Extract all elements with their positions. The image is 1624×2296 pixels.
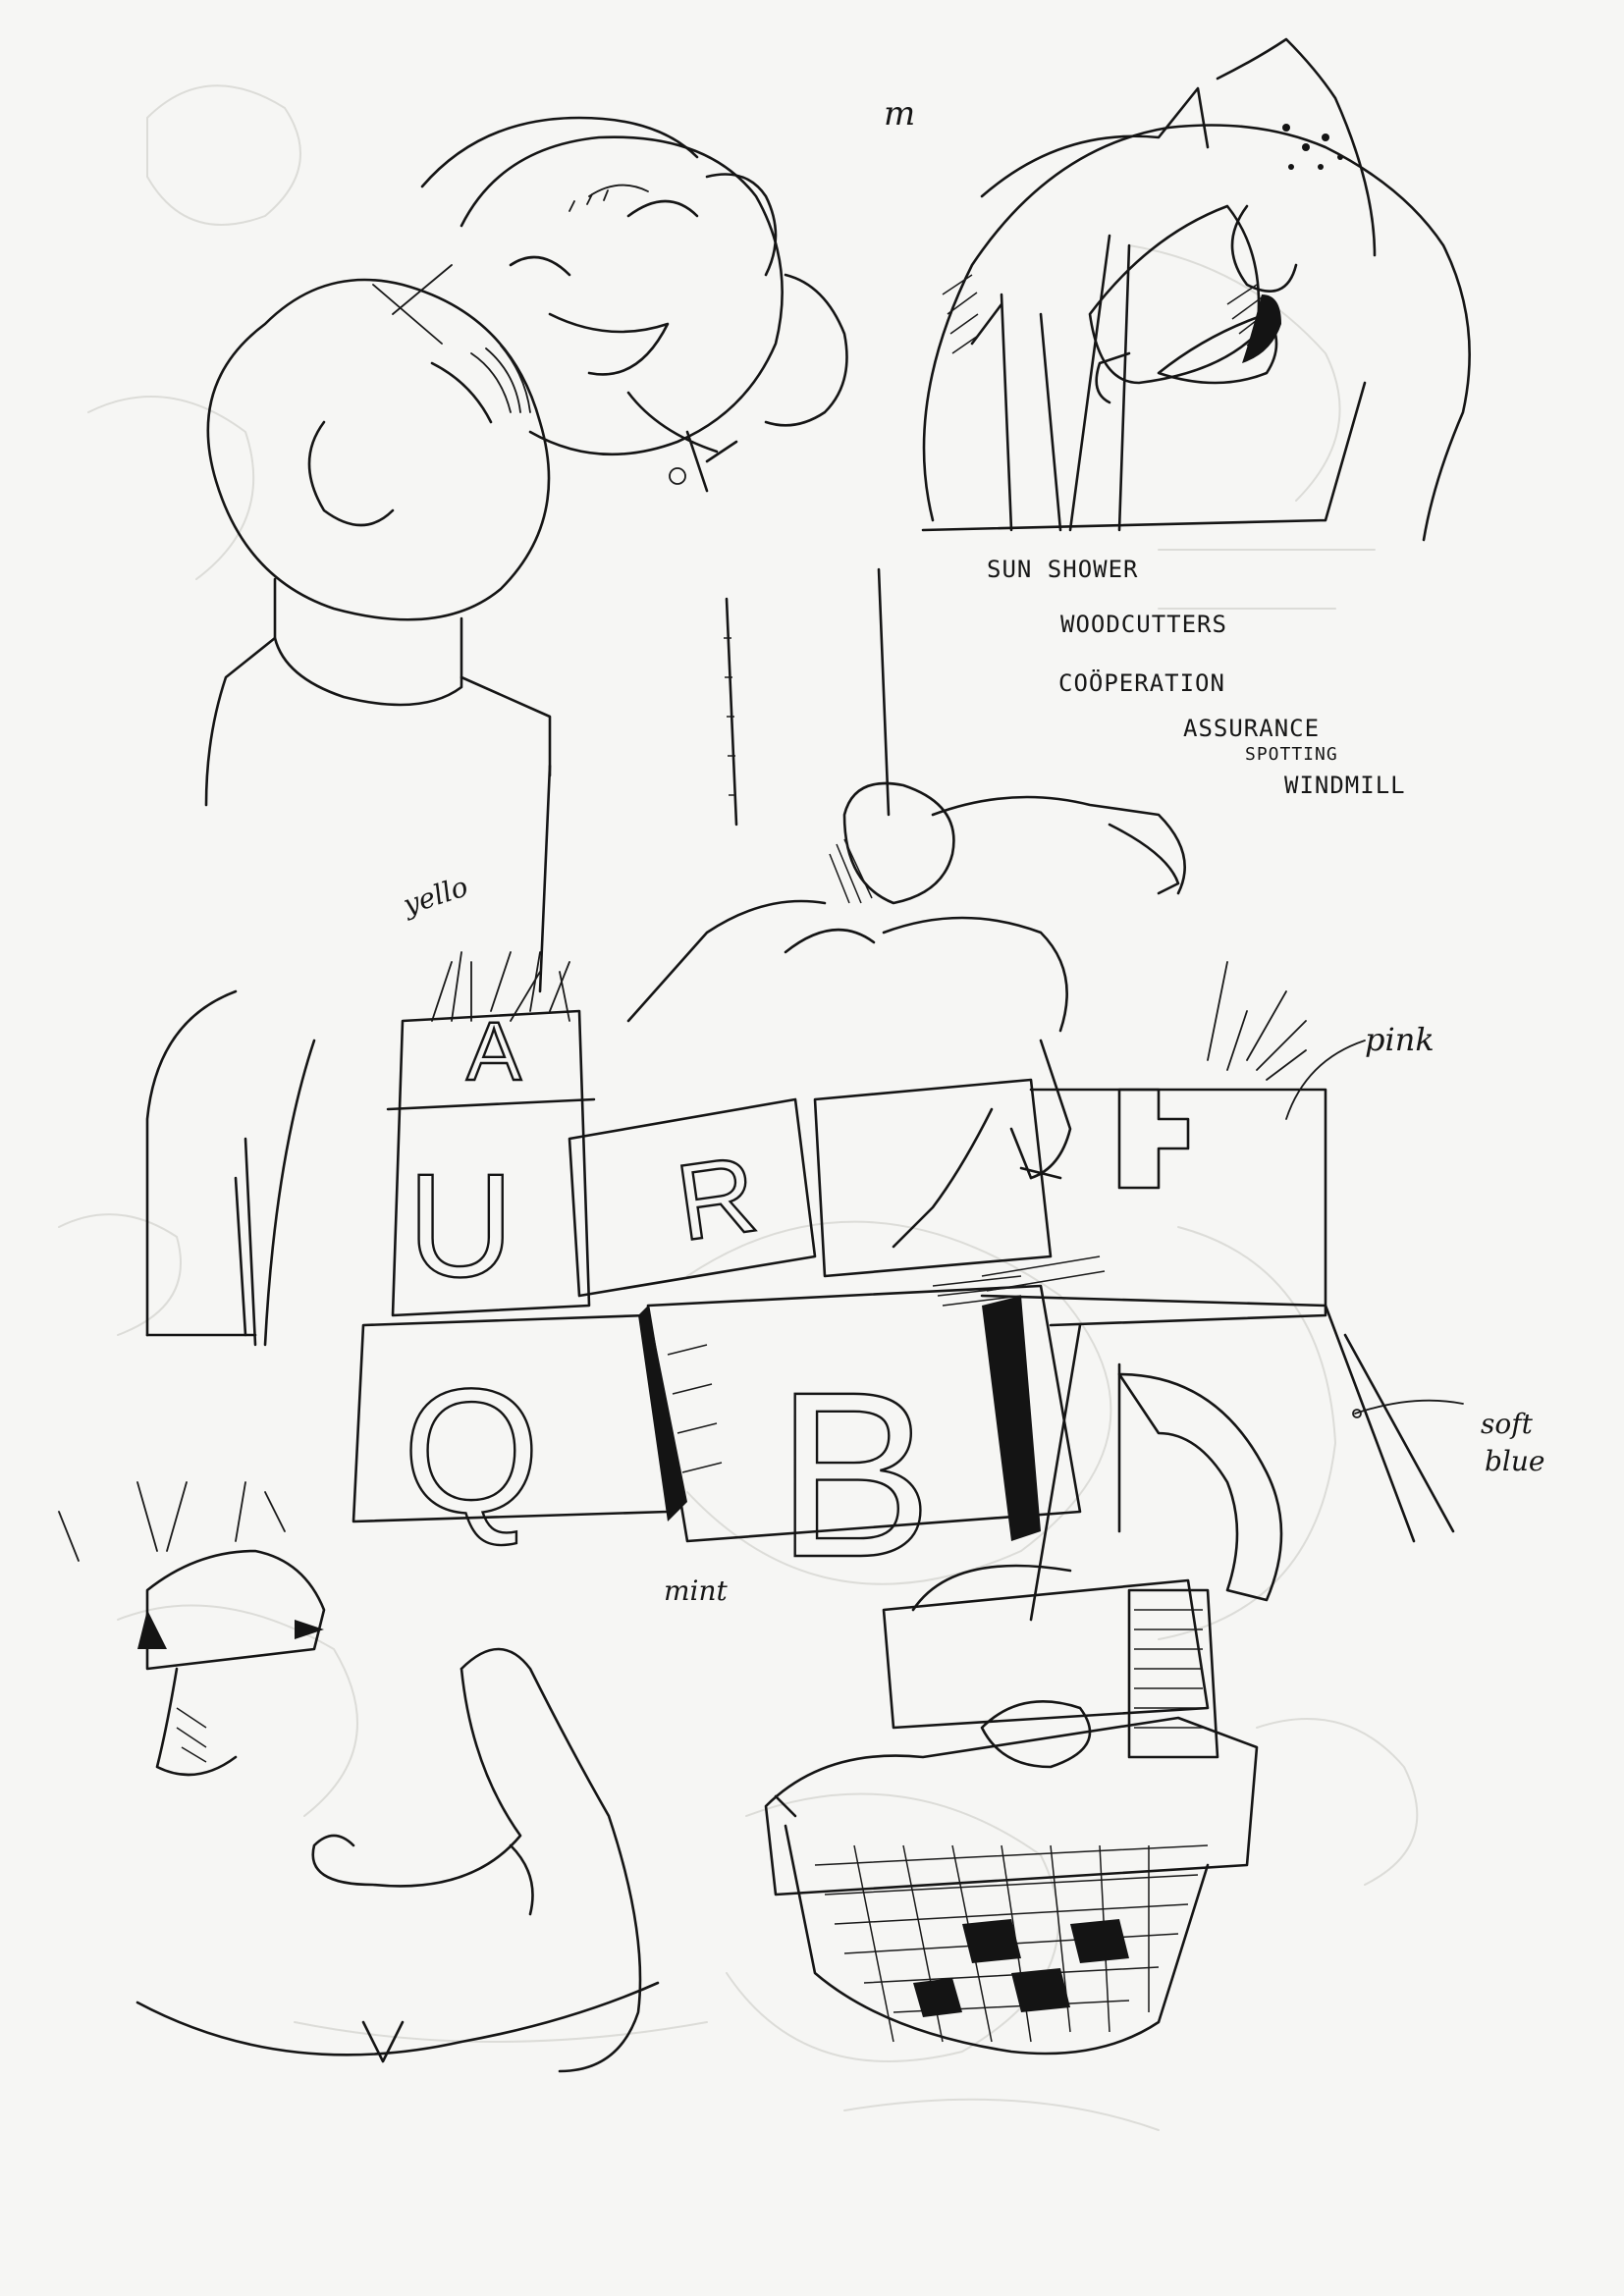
block-letter-q: Q xyxy=(403,1353,540,1550)
block-letter-u: U xyxy=(407,1143,514,1308)
curved-column-sketch xyxy=(145,989,316,1347)
helmet-head-sketch xyxy=(921,37,1471,542)
block-letter-r: R xyxy=(670,1134,764,1264)
block-letter-b: B xyxy=(776,1343,933,1606)
spiky-shape-sketch xyxy=(58,1481,660,2073)
block-letter-a: A xyxy=(466,1005,521,1097)
word-list-cooperation: COÖPERATION xyxy=(1058,669,1225,697)
word-list-woodcutters: WOODCUTTERS xyxy=(1060,611,1227,638)
color-note-mint: mint xyxy=(664,1575,728,1607)
color-note-soft: soft xyxy=(1481,1408,1533,1440)
show-through-sketches xyxy=(58,84,1419,2131)
checkered-basket-sketch xyxy=(764,1564,1259,2056)
color-note-pink: pink xyxy=(1365,1021,1435,1058)
top-mark-note: m xyxy=(884,94,916,133)
boxer-face-sketch xyxy=(204,116,848,807)
windmill-note: WINDMILL xyxy=(1284,772,1406,799)
word-list-sun-shower: SUN SHOWER xyxy=(987,556,1139,583)
color-note-blue: blue xyxy=(1485,1445,1545,1477)
word-list-assurance: ASSURANCE xyxy=(1183,715,1321,742)
spotting-note: SPOTTING xyxy=(1245,744,1338,765)
letter-block-scene: A U R Q B xyxy=(352,567,1464,1622)
